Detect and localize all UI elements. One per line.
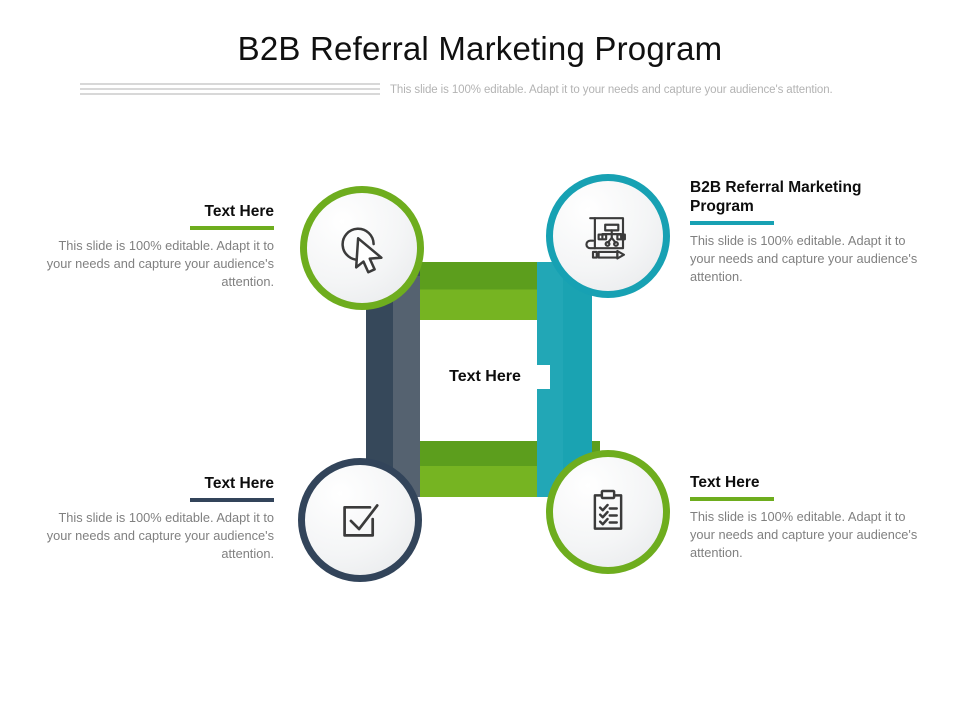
rule-line-3 (80, 93, 380, 95)
text-block-top-left: Text Here This slide is 100% editable. A… (42, 203, 274, 291)
text-block-top-right-heading: B2B Referral Marketing Program (690, 179, 862, 215)
clipboard-checklist-icon (580, 484, 636, 540)
text-block-bottom-left-accent-rule (190, 497, 274, 502)
text-block-bottom-right-heading: Text Here (690, 474, 760, 491)
text-block-bottom-left: Text Here This slide is 100% editable. A… (42, 475, 274, 563)
text-block-bottom-right-accent-rule (690, 496, 774, 501)
checkbox-checked-icon (331, 491, 389, 549)
text-block-top-right-body: This slide is 100% editable. Adapt it to… (690, 232, 918, 285)
rule-line-2 (80, 88, 380, 90)
rule-line-1 (80, 83, 380, 85)
header-decorative-rules (80, 83, 380, 97)
diagram-node-top-right[interactable] (546, 174, 670, 298)
center-label: Text Here (420, 365, 550, 389)
diagram-node-top-left[interactable] (300, 186, 424, 310)
cursor-click-icon (331, 217, 393, 279)
text-block-top-right-accent-rule (690, 220, 774, 225)
text-block-bottom-left-body: This slide is 100% editable. Adapt it to… (46, 509, 274, 562)
blueprint-plan-icon (578, 206, 638, 266)
text-block-top-left-heading: Text Here (204, 203, 275, 220)
page-subtitle: This slide is 100% editable. Adapt it to… (390, 84, 833, 96)
page-title: B2B Referral Marketing Program (237, 30, 723, 67)
diagram-node-bottom-left[interactable] (298, 458, 422, 582)
text-block-bottom-right-body: This slide is 100% editable. Adapt it to… (690, 508, 918, 561)
text-block-bottom-left-heading: Text Here (204, 475, 275, 492)
text-block-top-right: B2B Referral Marketing Program This slid… (690, 179, 922, 286)
text-block-top-left-accent-rule (190, 225, 274, 230)
diagram-node-bottom-right[interactable] (546, 450, 670, 574)
text-block-bottom-right: Text Here This slide is 100% editable. A… (690, 474, 922, 562)
text-block-top-left-body: This slide is 100% editable. Adapt it to… (46, 237, 274, 290)
